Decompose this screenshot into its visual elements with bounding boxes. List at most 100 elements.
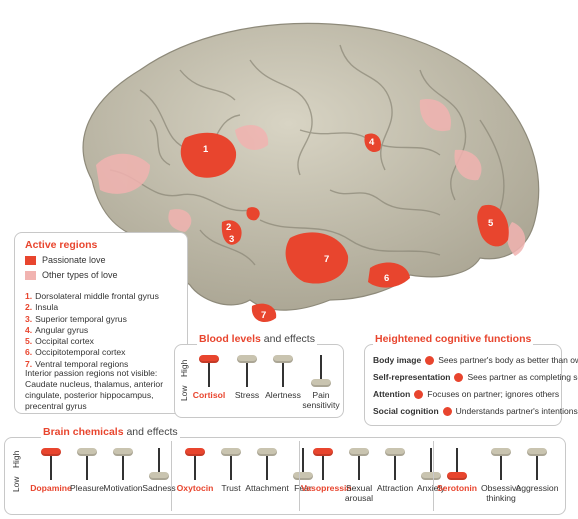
slider-knob (421, 472, 441, 480)
slider-label: Sadness (142, 483, 176, 493)
region-name: Ventral temporal regions (35, 358, 129, 369)
slider-knob (293, 472, 313, 480)
level-slider (75, 448, 99, 480)
region-number: 7. (25, 358, 33, 369)
interior-note: Interior passion regions not visible: Ca… (25, 368, 164, 411)
brain-illustration: 1 2 3 4 5 6 7 7 (82, 22, 540, 322)
chem-low-label: Low (11, 476, 21, 492)
slider-track (302, 448, 304, 480)
passionate-region-5 (477, 204, 509, 247)
region-item: 7.Ventral temporal regions (25, 359, 159, 370)
cognitive-text: Understands partner's intentions (455, 406, 578, 416)
chem-title-rest: and effects (123, 426, 178, 438)
blood-levels-panel: Blood levels and effects High Low Cortis… (174, 333, 344, 418)
other-love-region (507, 222, 526, 256)
slider-track (322, 448, 324, 480)
region-number: 3. (25, 313, 33, 324)
cognitive-dot (414, 389, 424, 399)
slider-knob (385, 448, 405, 456)
slider-knob (527, 448, 547, 456)
brain-shape (82, 22, 540, 311)
slider-knob (221, 448, 241, 456)
slider-knob (113, 448, 133, 456)
level-slider (39, 448, 63, 480)
region-item: 1.Dorsolateral middle frontal gyrus (25, 291, 159, 302)
region-name: Occipitotemporal cortex (35, 347, 126, 358)
slider-label: Fear (294, 483, 312, 493)
slider-label: Vasopressin (301, 483, 352, 493)
slider-track (320, 355, 322, 387)
level-slider (255, 448, 279, 480)
level-slider (183, 448, 207, 480)
region-name: Occipital cortex (35, 336, 94, 347)
level-slider (525, 448, 549, 480)
cognitive-dot (454, 372, 464, 382)
region-name: Angular gyrus (35, 324, 89, 335)
cognitive-label: Attention (373, 389, 411, 399)
slider-track (456, 448, 458, 480)
brain-label-7b: 7 (261, 310, 266, 321)
passionate-region-1 (180, 132, 237, 178)
slider-track (50, 448, 52, 480)
slider-knob (41, 448, 61, 456)
cognitive-dot (442, 406, 452, 416)
slider-knob (349, 448, 369, 456)
slider-label: Alertness (265, 390, 301, 400)
brain-label-3: 3 (229, 234, 234, 245)
passionate-swatch (25, 255, 36, 265)
region-item: 5.Occipital cortex (25, 336, 159, 347)
slider-label: Obsessive thinking (480, 483, 522, 503)
passionate-region-small (246, 207, 260, 221)
slider-knob (237, 355, 257, 363)
region-number: 1. (25, 291, 33, 301)
brain-chemicals-panel: Brain chemicals and effects High Low Dop… (4, 426, 566, 515)
slider-knob (77, 448, 97, 456)
chem-title: Brain chemicals and effects (41, 426, 180, 438)
active-regions-panel: Active regions Passionate love Other typ… (14, 232, 188, 414)
slider-track (266, 448, 268, 480)
level-slider (291, 448, 315, 480)
level-slider (311, 448, 335, 480)
slider-knob (185, 448, 205, 456)
slider-knob (313, 448, 333, 456)
cognitive-text: Sees partner as completing self (467, 372, 578, 382)
slider-track (230, 448, 232, 480)
slider-track (430, 448, 432, 480)
slider-label: Anxiety (416, 483, 446, 493)
region-number: 4. (25, 324, 33, 335)
group-divider (433, 441, 434, 511)
slider-knob (199, 355, 219, 363)
slider-track (194, 448, 196, 480)
region-item: 2.Insula (25, 302, 159, 313)
chem-high-label: High (11, 450, 21, 468)
level-slider (347, 448, 371, 480)
brain-label-5: 5 (488, 218, 494, 229)
blood-title-rest: and effects (260, 333, 315, 345)
slider-label: Aggression (515, 483, 559, 493)
level-slider (271, 355, 295, 387)
slider-label: Dopamine (30, 483, 72, 493)
slider-track (158, 448, 160, 480)
region-item: 3.Superior temporal gyrus (25, 314, 159, 325)
passionate-region-4 (364, 133, 381, 153)
group-divider (171, 441, 172, 511)
region-item: 4.Angular gyrus (25, 325, 159, 336)
legend-other: Other types of love (25, 270, 118, 280)
passionate-region-6 (368, 262, 410, 288)
passionate-region-2-3 (221, 220, 242, 245)
blood-high-label: High (179, 359, 189, 377)
slider-knob (447, 472, 467, 480)
level-slider (419, 448, 443, 480)
region-name: Dorsolateral middle frontal gyrus (35, 291, 159, 301)
slider-label: Pain sensitivity (302, 390, 340, 410)
region-number: 2. (25, 302, 33, 313)
slider-knob (257, 448, 277, 456)
slider-track (394, 448, 396, 480)
legend-passionate-label: Passionate love (42, 255, 106, 265)
slider-label: Pleasure (70, 483, 104, 493)
brain-label-1: 1 (203, 144, 209, 155)
level-slider (445, 448, 469, 480)
